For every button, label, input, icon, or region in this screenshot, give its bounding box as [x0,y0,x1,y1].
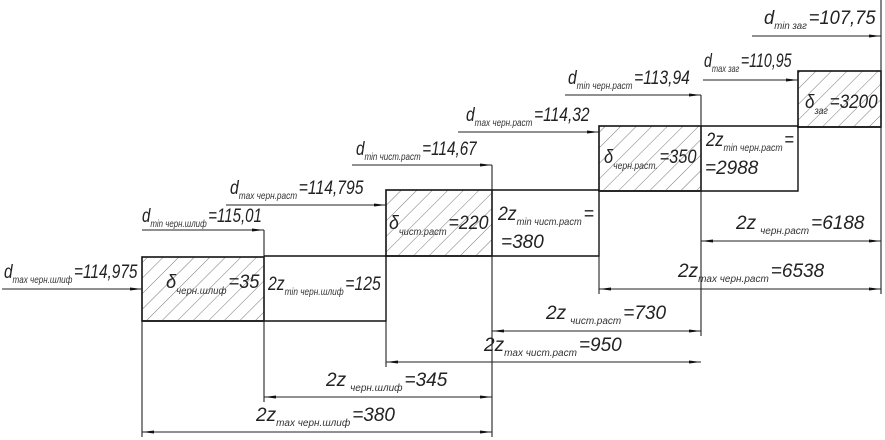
label-z-min-chern-rast: 2zmin черн.раст= [705,129,794,153]
label-d-min-chern-shlif: dmin черн.шлиф=115,01 [142,205,262,229]
label-d-min-zag: dmin заг=107,75 [764,7,876,32]
label-z-min-chist-rast: 2zmin чист.раст= [497,202,594,228]
label-delta-zag: δзаг=3200 [805,91,878,117]
label-delta-chern-rast: δчерн.раст.=350 [604,146,697,171]
label-z-max-chern-shlif: 2zmax черн.шлиф=380 [255,405,395,429]
label-z-max-chist-rast: 2zmax чист.раст=950 [483,335,622,359]
tolerance-box-chist-rast [385,189,493,257]
tolerance-box-zag [797,70,882,128]
label-d-min-chist-rast: dmin чист.раст=114,67 [356,137,478,162]
diameter-leaders [2,34,881,291]
label-z-min-chern-rast-value: =2988 [705,158,759,179]
label-z-min-chist-rast-value: =380 [501,232,544,253]
label-d-max-chern-rast-2: dmax черн.раст=114,32 [466,103,590,128]
allowance-dimension-lines [142,239,881,434]
label-z-min-chern-shlif: 2zmin черн.шлиф=125 [267,273,381,298]
label-d-min-chern-rast: dmin черн.раст=113,94 [568,67,690,92]
tolerance-box-chern-shlif [141,256,265,322]
label-d-max-chern-shlif: dmax черн.шлиф=114,975 [4,260,138,285]
label-d-max-chern-rast-1: dmax черн.раст=114,795 [230,177,364,202]
labels: dmax черн.шлиф=114,975 dmin черн.шлиф=11… [4,7,878,429]
label-delta-chist-rast: δчист.раст=220 [389,211,489,238]
label-delta-chern-shlif: δчерн.шлиф=35 [166,271,260,297]
label-z-max-chern-rast: 2zmax черн.раст=6538 [677,261,825,285]
label-d-max-zag: dmax заг=110,95 [704,50,792,74]
tolerance-box-chern-rast [598,125,702,192]
extension-lines [141,0,882,437]
